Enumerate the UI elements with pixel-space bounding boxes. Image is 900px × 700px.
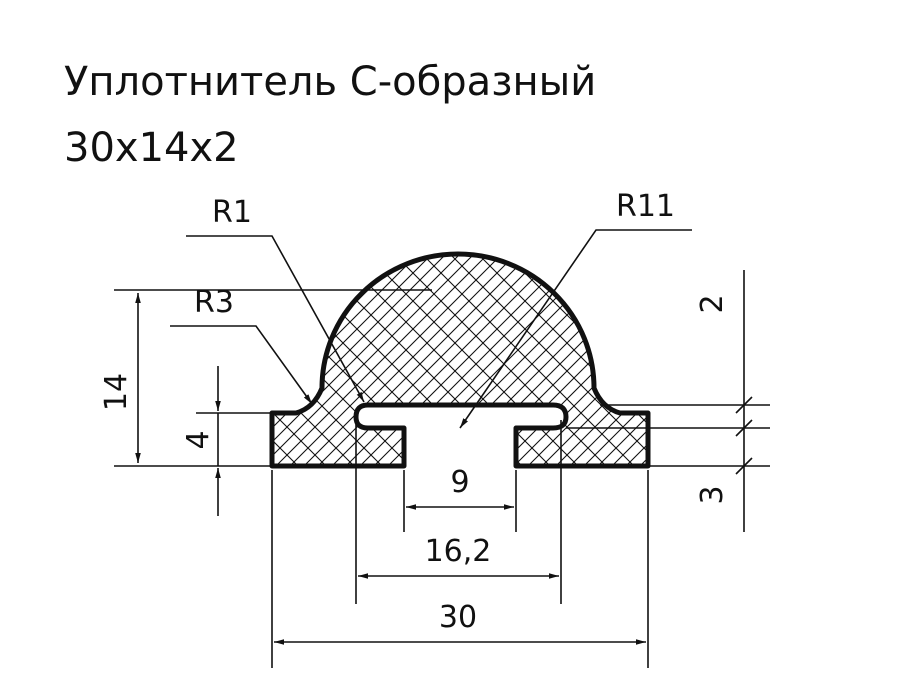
dimension-ticks (735, 396, 753, 475)
drawing-title: Уплотнитель С-образный (64, 59, 597, 105)
label-r1: R1 (212, 195, 252, 230)
leader-r3 (170, 325, 313, 405)
label-width-9: 9 (450, 465, 469, 500)
extension-lines (114, 270, 770, 668)
label-height-4: 4 (181, 430, 216, 449)
leader-r11 (459, 229, 692, 429)
drawing-subtitle: 30x14x2 (64, 125, 239, 171)
dimension-lines (135, 293, 646, 645)
label-r11: R11 (616, 189, 675, 224)
leader-r1 (186, 235, 365, 403)
label-width-30: 30 (439, 600, 477, 635)
label-thickness-3: 3 (695, 485, 730, 504)
leader-lines (170, 229, 692, 429)
label-width-16-2: 16,2 (425, 534, 492, 569)
seal-profile (269, 251, 651, 469)
label-r3: R3 (194, 285, 234, 320)
label-height-14: 14 (99, 373, 134, 411)
label-thickness-2: 2 (695, 294, 730, 313)
